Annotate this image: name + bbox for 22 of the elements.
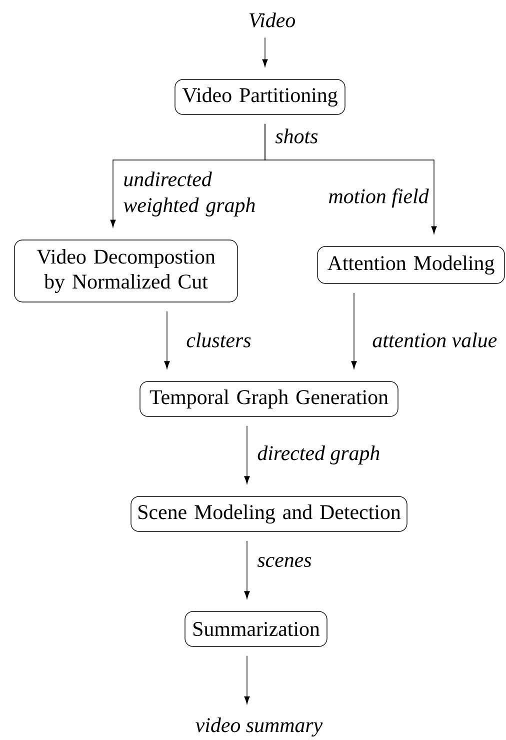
arrow [164,311,170,369]
process-box: Video Decompostion by Normalized Cut [14,240,238,302]
arrow [244,426,250,484]
edge-label: motion field [329,188,429,208]
input-text: Video [249,12,296,28]
arrow [262,37,268,67]
flow-label: shots [275,128,318,144]
process-box: Temporal Graph Generation [140,381,398,417]
process-box: Summarization [184,611,328,647]
edge-label: undirected weighted graph [124,172,255,216]
edge-label: attention value [372,332,497,348]
process-box: Attention Modeling [317,246,505,284]
arrow [244,656,250,704]
arrow [351,292,357,369]
output-text: video summary [196,717,323,737]
edge-label: scenes [257,556,312,568]
edge-label: clusters [186,332,251,348]
process-box: Video Partitioning [174,79,346,115]
arrow [244,540,250,599]
process-box: Scene Modeling and Detection [130,496,408,532]
arrow [264,124,437,234]
edge-label: directed graph [258,446,380,464]
